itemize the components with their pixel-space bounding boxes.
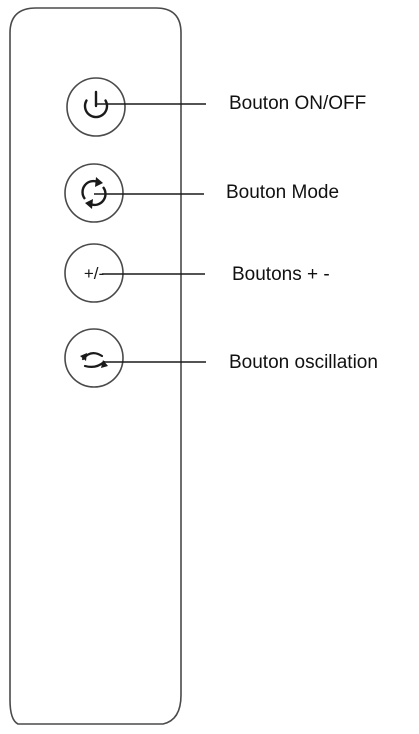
remote-body xyxy=(9,7,182,725)
plus-minus-glyph: +/- xyxy=(84,264,104,283)
plus-minus-button[interactable]: +/- xyxy=(64,243,124,303)
rotate-arrows-icon xyxy=(81,177,107,209)
mode-button[interactable] xyxy=(64,163,124,223)
power-button-label: Bouton ON/OFF xyxy=(229,93,367,114)
oscillation-button[interactable] xyxy=(64,328,124,388)
oscillation-arrows-icon xyxy=(80,352,108,368)
mode-button-label: Bouton Mode xyxy=(226,182,340,203)
oscillation-button-label: Bouton oscillation xyxy=(229,352,378,373)
power-button[interactable] xyxy=(66,77,126,137)
plus-minus-button-label: Boutons + - xyxy=(232,264,330,285)
